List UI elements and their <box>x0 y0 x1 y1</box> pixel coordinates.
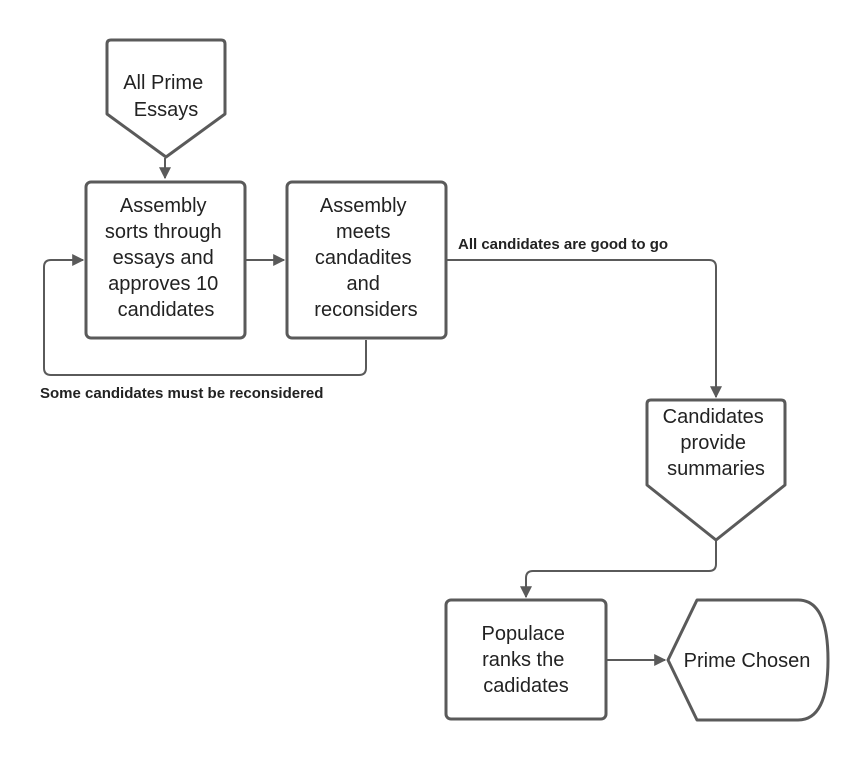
node-populace-ranks: Populace ranks the cadidates <box>444 598 608 721</box>
node-candidates-summaries: Candidates provide summaries <box>645 398 787 542</box>
node-assembly-meets-line-5: reconsiders <box>314 299 417 321</box>
node-prime-chosen-line-1: Prime Chosen <box>684 650 811 672</box>
svg-text:Candidates provide: Candidates provide summaries <box>663 406 770 480</box>
node-all-prime-essays-line-1: All Prime <box>123 72 203 94</box>
node-candidates-summaries-line-1: Candidates <box>663 406 764 428</box>
node-all-prime-essays: All Prime Essays <box>105 38 227 159</box>
edge-label-good-to-go: All candidates are good to go <box>458 236 668 253</box>
node-assembly-sorts-line-3: essays and <box>113 247 214 269</box>
node-assembly-meets-line-3: candadites <box>315 247 412 269</box>
svg-text:Assembly sorts through: Assembly sorts through essays and approv… <box>105 195 227 321</box>
node-populace-ranks-line-3: cadidates <box>483 675 569 697</box>
node-assembly-sorts-line-5: candidates <box>118 299 215 321</box>
node-assembly-sorts: Assembly sorts through essays and approv… <box>84 180 247 340</box>
node-candidates-summaries-line-3: summaries <box>667 458 765 480</box>
node-assembly-meets-line-1: Assembly <box>320 195 407 217</box>
node-assembly-sorts-line-1: Assembly <box>120 195 207 217</box>
node-assembly-meets-line-4: and <box>347 273 380 295</box>
edge-label-reconsidered: Some candidates must be reconsidered <box>40 385 323 402</box>
svg-text:All Prime Essays: All Prime Essays <box>123 72 209 121</box>
svg-text:Prime Chosen: Prime Chosen <box>684 650 811 672</box>
edge-summaries-to-populace <box>520 540 717 599</box>
node-prime-chosen: Prime Chosen <box>666 598 830 722</box>
node-populace-ranks-line-2: ranks the <box>482 649 564 671</box>
node-assembly-sorts-line-2: sorts through <box>105 221 222 243</box>
node-assembly-meets: Assembly meets candadites and reconsider… <box>285 180 448 340</box>
edge-meets-to-summaries <box>446 259 722 399</box>
svg-text:Assembly meets can: Assembly meets candadites and reconsider… <box>314 195 417 321</box>
node-assembly-sorts-line-4: approves 10 <box>108 273 218 295</box>
edge-reconsider-loop <box>43 254 367 376</box>
svg-text:Populace ranks the: Populace ranks the cadidates <box>482 623 571 697</box>
node-assembly-meets-line-2: meets <box>336 221 390 243</box>
node-populace-ranks-line-1: Populace <box>482 623 565 645</box>
node-candidates-summaries-line-2: provide <box>680 432 746 454</box>
node-all-prime-essays-line-2: Essays <box>134 99 198 121</box>
